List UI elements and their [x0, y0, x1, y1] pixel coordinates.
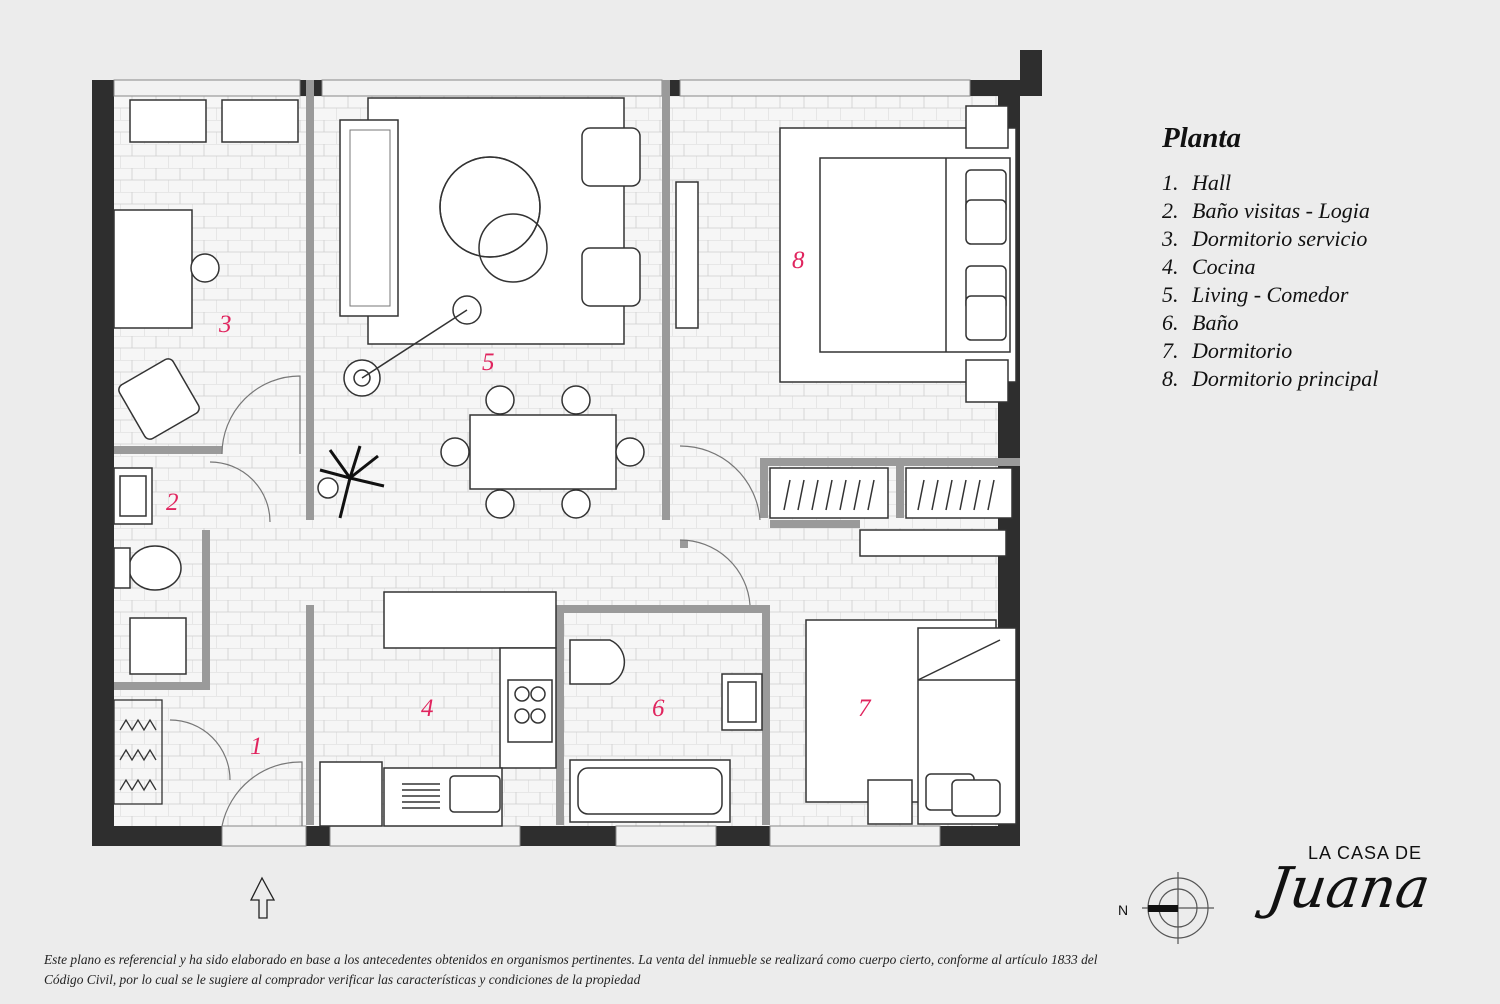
legend: Planta 1.Hall 2.Baño visitas - Logia 3.D… [1162, 122, 1378, 393]
armchair [118, 358, 200, 440]
kitchen-island [383, 591, 557, 649]
interior-partitions [114, 80, 1020, 825]
compass-icon: N [1118, 872, 1214, 944]
dining-table [469, 414, 617, 490]
brand-logo-top: LA CASA DE [1308, 843, 1423, 863]
tv-console [859, 529, 1007, 557]
door-swings [169, 375, 761, 827]
room-number-7: 7 [858, 695, 872, 722]
main-bath-fixtures [569, 639, 763, 823]
room-number-2: 2 [166, 489, 179, 516]
legend-title: Planta [1162, 122, 1241, 154]
legend-list: 1.Hall 2.Baño visitas - Logia 3.Dormitor… [1162, 169, 1378, 393]
kitchen-fixtures [319, 591, 557, 827]
legend-item: 6.Baño [1162, 310, 1239, 335]
service-room-furniture [113, 99, 299, 440]
living-furniture [317, 97, 645, 519]
kitchen-sink [449, 775, 501, 813]
legend-item: 2.Baño visitas - Logia [1162, 198, 1370, 223]
legend-item: 4.Cocina [1162, 254, 1256, 279]
desk [113, 209, 193, 329]
wardrobe [905, 467, 1013, 519]
bedroom-furniture [805, 619, 1017, 825]
legend-item: 1.Hall [1162, 170, 1232, 195]
legend-item: 7.Dormitorio [1162, 338, 1293, 363]
room-number-1: 1 [250, 733, 263, 760]
room-number-5: 5 [482, 349, 495, 376]
coffee-table-overlap [439, 156, 541, 258]
legend-item: 5.Living - Comedor [1162, 282, 1349, 307]
disclaimer-text: Este plano es referencial y ha sido elab… [44, 952, 1098, 987]
plant-pot [317, 477, 339, 499]
hall-closet [113, 699, 163, 805]
master-bedroom-furniture [675, 105, 1017, 557]
windows [113, 79, 971, 847]
entrance-arrow-icon [249, 876, 276, 919]
room-number-labels: 1 2 3 4 5 6 7 8 [166, 247, 872, 760]
wall-shelf [675, 181, 699, 329]
guest-bath-fixtures [113, 467, 187, 675]
armchair [581, 127, 641, 187]
room-number-4: 4 [421, 695, 434, 722]
stove [507, 679, 553, 743]
coffee-table-small [478, 213, 548, 283]
sofa [339, 119, 399, 317]
legend-item: 8.Dormitorio principal [1162, 366, 1379, 391]
room-number-6: 6 [652, 695, 665, 722]
armchair [581, 247, 641, 307]
legend-item: 3.Dormitorio servicio [1162, 226, 1368, 251]
plant [319, 445, 385, 519]
bathtub [569, 759, 731, 823]
compass-north-label: N [1118, 902, 1128, 918]
room-number-8: 8 [792, 247, 805, 274]
room-number-3: 3 [218, 311, 232, 338]
brand-logo-script: Juana [1263, 856, 1434, 921]
